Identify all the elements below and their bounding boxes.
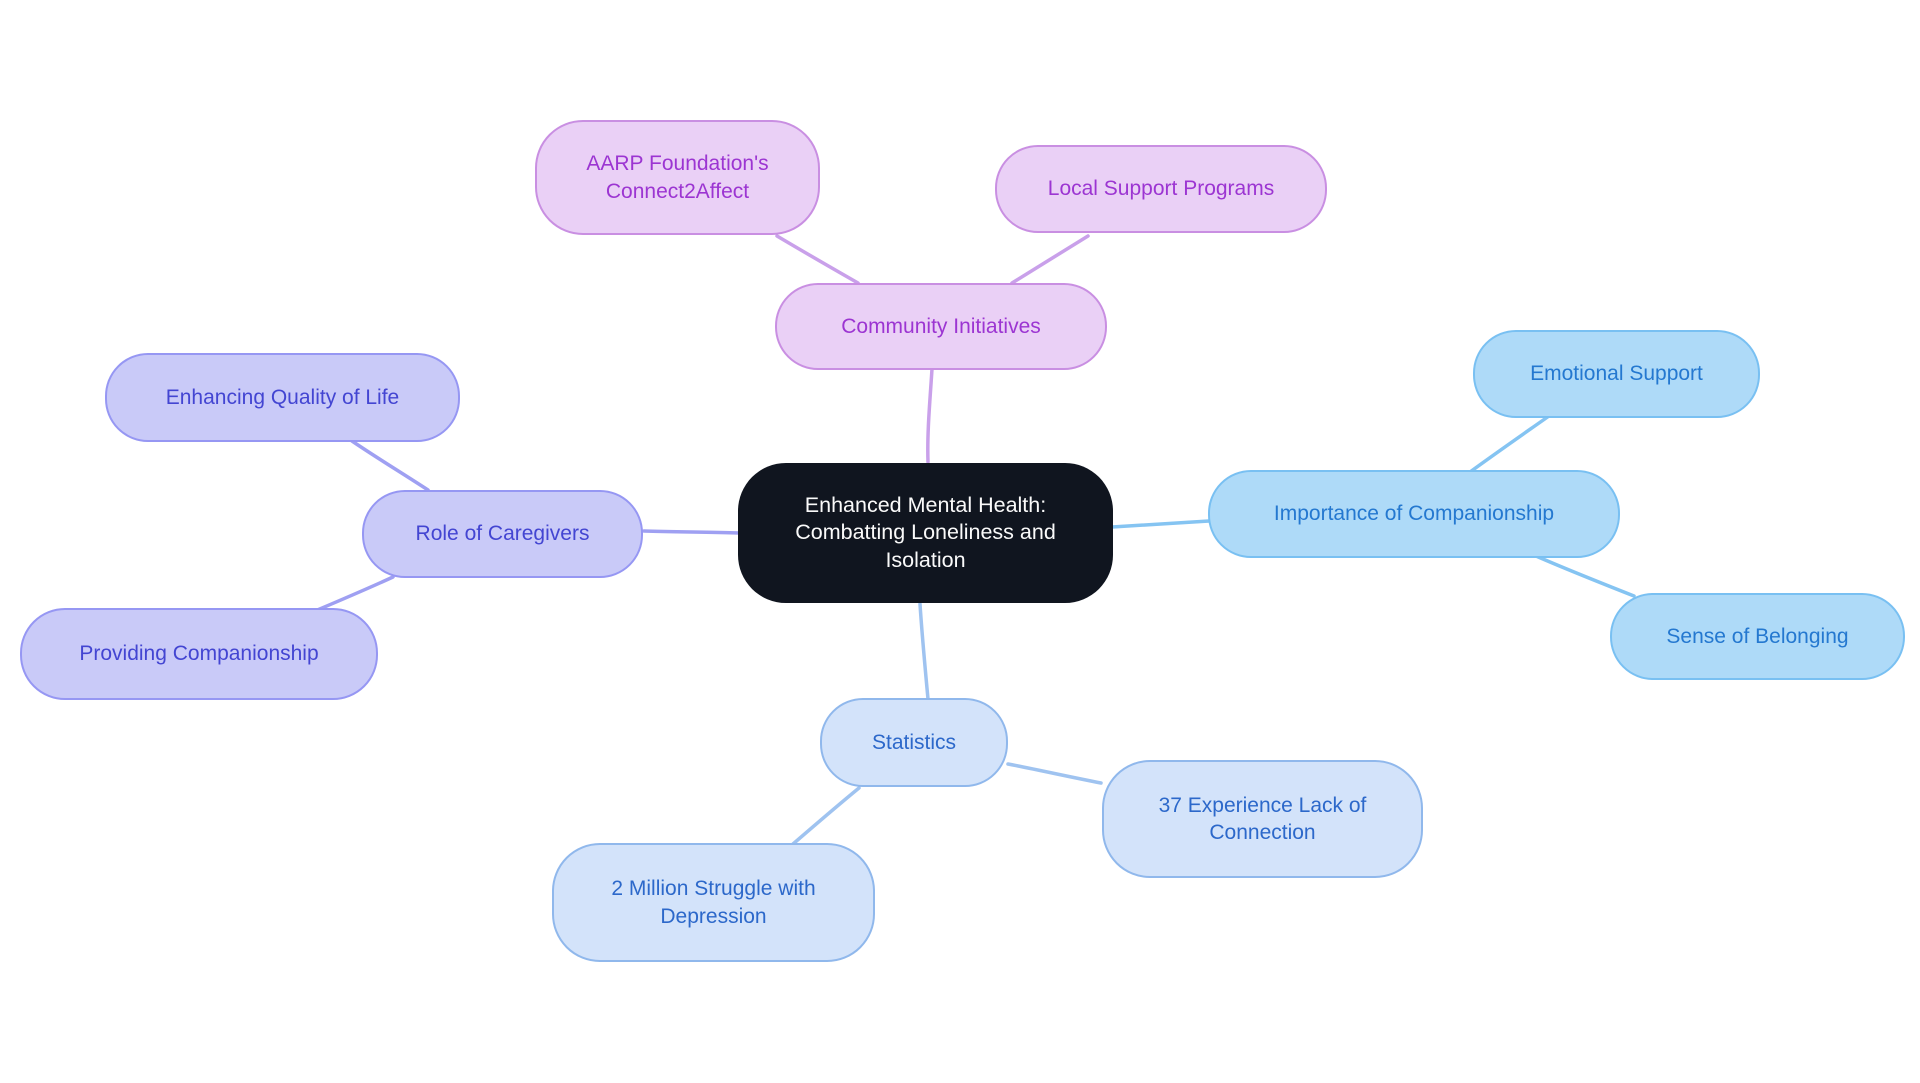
child-node-sense-of-belonging[interactable]: Sense of Belonging	[1610, 593, 1905, 680]
connector-caregivers-to-center	[642, 529, 741, 535]
child-label: Enhancing Quality of Life	[165, 385, 400, 409]
child-node-emotional-support[interactable]: Emotional Support	[1473, 330, 1760, 418]
branch-node-role-of-caregivers[interactable]: Role of Caregivers	[362, 490, 643, 578]
central-topic-node[interactable]: Enhanced Mental Health: Combatting Lonel…	[738, 463, 1113, 603]
connector-sense-of-belonging-to-importance	[1534, 554, 1636, 598]
child-node-37-experience-lack-of-connection[interactable]: 37 Experience Lack of Connection	[1102, 760, 1423, 878]
central-topic-label: Enhanced Mental Health: Combatting Lonel…	[795, 492, 1056, 572]
connector-community-to-center	[926, 367, 934, 464]
connector-local-support-to-community	[1010, 234, 1090, 285]
connector-providing-companionship-to-caregivers	[313, 575, 395, 613]
child-node-local-support-programs[interactable]: Local Support Programs	[995, 145, 1327, 233]
child-node-enhancing-quality-of-life[interactable]: Enhancing Quality of Life	[105, 353, 460, 442]
child-label: 2 Million Struggle with Depression	[611, 877, 816, 928]
child-label: 37 Experience Lack of Connection	[1158, 793, 1367, 844]
connector-experience-lack-to-statistics	[1006, 762, 1103, 785]
branch-label: Role of Caregivers	[415, 522, 590, 546]
connector-enhancing-quality-to-caregivers	[350, 439, 430, 492]
branch-node-community-initiatives[interactable]: Community Initiatives	[775, 283, 1107, 370]
branch-node-statistics[interactable]: Statistics	[820, 698, 1008, 787]
branch-label: Statistics	[871, 730, 957, 754]
child-node-2-million-struggle-with-depression[interactable]: 2 Million Struggle with Depression	[552, 843, 875, 962]
branch-label: Community Initiatives	[841, 314, 1041, 338]
child-label: AARP Foundation's Connect2Affect	[586, 152, 769, 203]
connector-emotional-support-to-importance	[1468, 414, 1551, 474]
connector-million-struggle-to-statistics	[791, 786, 861, 846]
child-label: Providing Companionship	[79, 642, 319, 666]
branch-label: Importance of Companionship	[1273, 502, 1555, 526]
child-label: Local Support Programs	[1047, 177, 1275, 201]
branch-node-importance-of-companionship[interactable]: Importance of Companionship	[1208, 470, 1620, 558]
connector-importance-to-center	[1110, 519, 1211, 529]
child-label: Sense of Belonging	[1666, 624, 1849, 648]
child-label: Emotional Support	[1530, 362, 1703, 386]
connector-statistics-to-center	[918, 602, 930, 701]
connector-aarp-to-community	[775, 234, 860, 285]
child-node-providing-companionship[interactable]: Providing Companionship	[20, 608, 378, 700]
child-node-aarp-connect2affect[interactable]: AARP Foundation's Connect2Affect	[535, 120, 820, 235]
